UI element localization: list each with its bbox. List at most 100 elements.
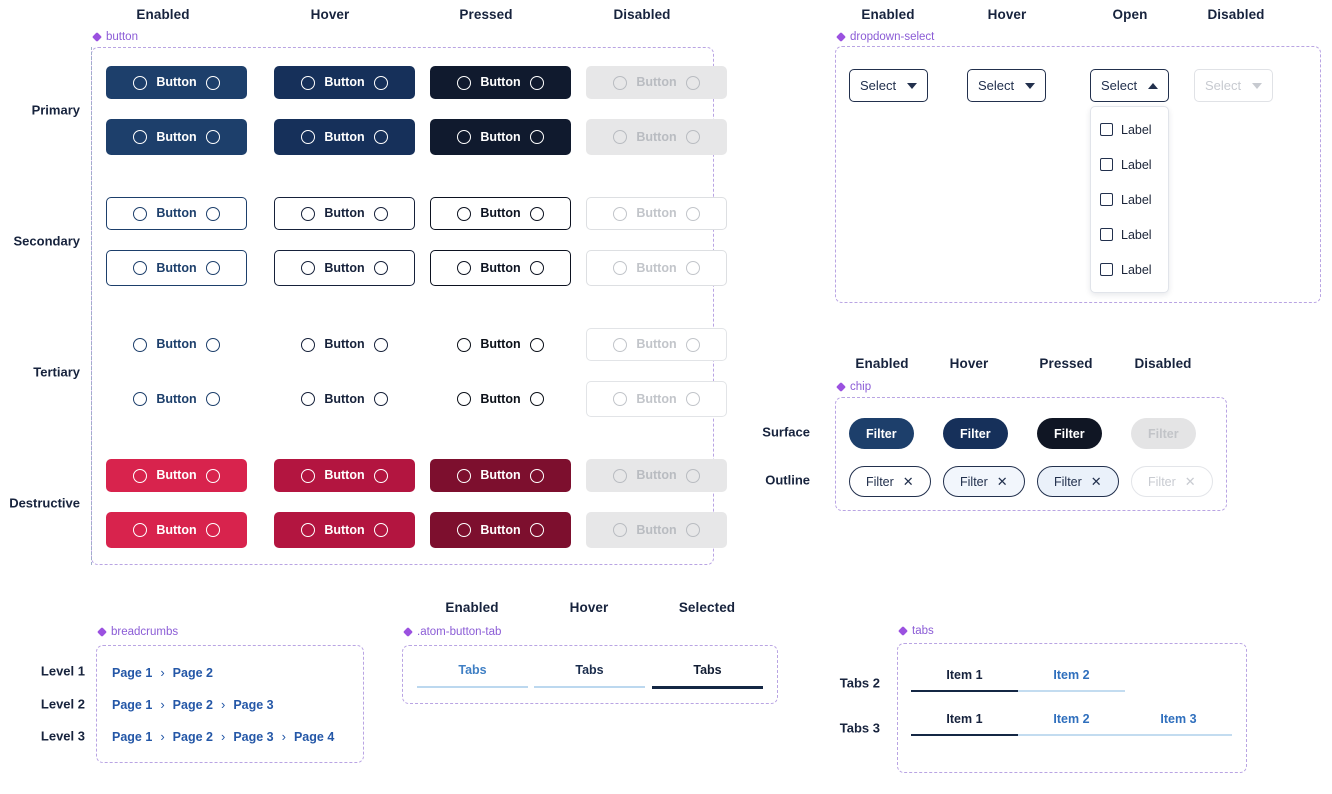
select-enabled[interactable]: Select bbox=[849, 69, 928, 102]
chip-outline-disabled: Filter✕ bbox=[1131, 466, 1213, 497]
circle-icon-right bbox=[529, 468, 544, 483]
tab-hover[interactable]: Tabs bbox=[534, 663, 645, 688]
close-icon[interactable]: ✕ bbox=[996, 474, 1008, 489]
breadcrumb-link[interactable]: Page 1 bbox=[112, 697, 153, 712]
menu-item[interactable]: Label bbox=[1091, 147, 1168, 182]
tabs3-item-3[interactable]: Item 3 bbox=[1125, 712, 1232, 736]
menu-item[interactable]: Label bbox=[1091, 182, 1168, 217]
button-primary-hover[interactable]: Button bbox=[274, 66, 415, 99]
chevron-down-icon bbox=[907, 82, 917, 89]
breadcrumb-link[interactable]: Page 3 bbox=[233, 729, 274, 744]
checkbox-icon[interactable] bbox=[1100, 263, 1113, 276]
checkbox-icon[interactable] bbox=[1100, 228, 1113, 241]
chip-surface-hover[interactable]: Filter bbox=[943, 418, 1008, 449]
chevron-down-icon bbox=[1252, 82, 1262, 89]
breadcrumb-link[interactable]: Page 2 bbox=[172, 729, 213, 744]
button-secondary-pressed[interactable]: Button bbox=[430, 197, 571, 230]
button-label: Button bbox=[156, 522, 197, 537]
checkbox-icon[interactable] bbox=[1100, 123, 1113, 136]
select-hover[interactable]: Select bbox=[967, 69, 1046, 102]
circle-icon-left bbox=[301, 206, 316, 221]
button-secondary-enabled[interactable]: Button bbox=[106, 197, 247, 230]
sparkle-diamond-icon bbox=[97, 628, 106, 637]
button-tertiary-enabled[interactable]: Button bbox=[106, 328, 247, 361]
menu-item[interactable]: Label bbox=[1091, 217, 1168, 252]
close-icon[interactable]: ✕ bbox=[1090, 474, 1102, 489]
breadcrumb-link[interactable]: Page 1 bbox=[112, 665, 153, 680]
button-label: Button bbox=[636, 337, 677, 352]
button-primary-enabled[interactable]: Button bbox=[106, 66, 247, 99]
circle-icon-right bbox=[205, 392, 220, 406]
button-label: Button bbox=[156, 75, 197, 90]
circle-icon-right bbox=[685, 337, 700, 352]
menu-item[interactable]: Label bbox=[1091, 112, 1168, 147]
chip-label: Filter bbox=[866, 426, 897, 441]
breadcrumb-link[interactable]: Page 2 bbox=[172, 697, 213, 712]
breadcrumb-link[interactable]: Page 2 bbox=[172, 665, 213, 680]
chip-outline-enabled[interactable]: Filter✕ bbox=[849, 466, 931, 497]
button-label: Button bbox=[480, 522, 521, 537]
button-destructive-disabled-lg: Button bbox=[586, 512, 727, 548]
chip-outline-hover[interactable]: Filter✕ bbox=[943, 466, 1025, 497]
chip-outline-pressed[interactable]: Filter✕ bbox=[1037, 466, 1119, 497]
row-label-level-1: Level 1 bbox=[40, 663, 85, 679]
menu-item[interactable]: Label bbox=[1091, 252, 1168, 287]
button-primary-pressed-lg[interactable]: Button bbox=[430, 119, 571, 155]
chevron-up-icon bbox=[1148, 82, 1158, 89]
breadcrumb-level-2: Page 1 › Page 2 › Page 3 bbox=[112, 697, 274, 712]
breadcrumb-link[interactable]: Page 1 bbox=[112, 729, 153, 744]
tabs2-item-1[interactable]: Item 1 bbox=[911, 668, 1018, 692]
circle-icon-right bbox=[205, 206, 220, 221]
button-primary-hover-lg[interactable]: Button bbox=[274, 119, 415, 155]
button-label: Button bbox=[480, 206, 521, 221]
button-tertiary-hover[interactable]: Button bbox=[274, 328, 415, 361]
button-primary-enabled-lg[interactable]: Button bbox=[106, 119, 247, 155]
column-header-disabled: Disabled bbox=[613, 7, 671, 22]
tabs2-item-2[interactable]: Item 2 bbox=[1018, 668, 1125, 692]
button-destructive-enabled-lg[interactable]: Button bbox=[106, 512, 247, 548]
circle-icon-right bbox=[373, 337, 388, 352]
tab-enabled[interactable]: Tabs bbox=[417, 663, 528, 688]
checkbox-icon[interactable] bbox=[1100, 158, 1113, 171]
chip-surface-enabled[interactable]: Filter bbox=[849, 418, 914, 449]
button-secondary-pressed-lg[interactable]: Button bbox=[430, 250, 571, 286]
button-secondary-enabled-lg[interactable]: Button bbox=[106, 250, 247, 286]
circle-icon-left bbox=[301, 523, 316, 537]
tabs3-item-2[interactable]: Item 2 bbox=[1018, 712, 1125, 736]
chip-surface-pressed[interactable]: Filter bbox=[1037, 418, 1102, 449]
button-label: Button bbox=[156, 337, 197, 352]
button-label: Button bbox=[156, 468, 197, 483]
circle-icon-left bbox=[613, 261, 628, 275]
dropdown-frame bbox=[835, 46, 1321, 303]
circle-icon-right bbox=[373, 75, 388, 90]
button-label: Button bbox=[636, 260, 677, 275]
circle-icon-left bbox=[613, 523, 628, 537]
button-primary-pressed[interactable]: Button bbox=[430, 66, 571, 99]
button-destructive-hover-lg[interactable]: Button bbox=[274, 512, 415, 548]
circle-icon-right bbox=[373, 206, 388, 221]
button-tertiary-pressed-lg[interactable]: Button bbox=[430, 381, 571, 417]
button-destructive-pressed-lg[interactable]: Button bbox=[430, 512, 571, 548]
circle-icon-left bbox=[301, 392, 316, 406]
close-icon[interactable]: ✕ bbox=[902, 474, 914, 489]
circle-icon-left bbox=[613, 75, 628, 90]
menu-item-label: Label bbox=[1121, 262, 1152, 277]
button-destructive-enabled[interactable]: Button bbox=[106, 459, 247, 492]
button-tertiary-pressed[interactable]: Button bbox=[430, 328, 571, 361]
tabs3-item-1[interactable]: Item 1 bbox=[911, 712, 1018, 736]
button-tertiary-enabled-lg[interactable]: Button bbox=[106, 381, 247, 417]
circle-icon-left bbox=[133, 392, 148, 406]
button-destructive-pressed[interactable]: Button bbox=[430, 459, 571, 492]
select-open[interactable]: Select bbox=[1090, 69, 1169, 102]
tab-selected[interactable]: Tabs bbox=[652, 663, 763, 689]
select-open-menu[interactable]: Label Label Label Label Label bbox=[1090, 106, 1169, 293]
checkbox-icon[interactable] bbox=[1100, 193, 1113, 206]
circle-icon-left bbox=[301, 75, 316, 90]
button-destructive-hover[interactable]: Button bbox=[274, 459, 415, 492]
button-secondary-hover-lg[interactable]: Button bbox=[274, 250, 415, 286]
button-tertiary-hover-lg[interactable]: Button bbox=[274, 381, 415, 417]
breadcrumb-link[interactable]: Page 4 bbox=[293, 729, 335, 744]
breadcrumb-link[interactable]: Page 3 bbox=[233, 697, 274, 712]
button-secondary-hover[interactable]: Button bbox=[274, 197, 415, 230]
